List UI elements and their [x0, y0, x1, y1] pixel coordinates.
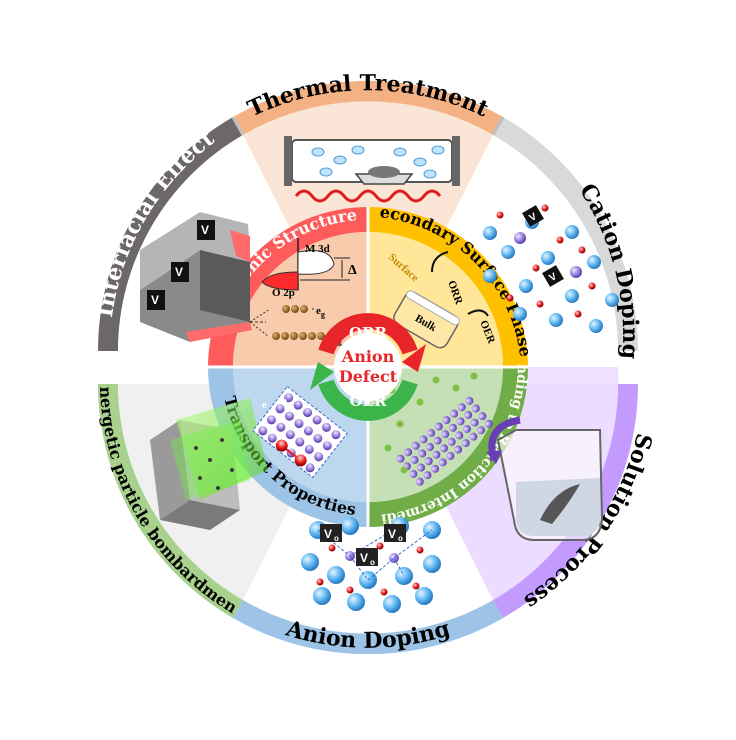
thermal-band: [233, 80, 503, 135]
center-oer: OER: [350, 392, 387, 410]
svg-text:V: V: [548, 271, 560, 284]
svg-text:V: V: [151, 293, 159, 307]
svg-text:V: V: [324, 527, 332, 541]
anion-vacancy-b: V o: [384, 524, 406, 543]
anion-vacancy-c: V o: [356, 548, 378, 567]
svg-text:V: V: [388, 527, 396, 541]
binding-quadrant-content: [384, 372, 493, 486]
center-defect: Defect: [339, 367, 398, 386]
m3d-label: M 3d: [305, 243, 330, 255]
binding-band: [368, 367, 528, 527]
cation-band: [493, 117, 639, 351]
beaker-illustration: [486, 416, 604, 541]
svg-text:V: V: [175, 265, 183, 279]
svg-text:o: o: [334, 534, 339, 543]
eg-label: eg: [316, 305, 325, 319]
svg-text:o: o: [370, 558, 375, 567]
svg-text:V: V: [201, 223, 209, 237]
o2p-label: O 2p: [272, 287, 295, 299]
interfacial-illustration: V V V: [140, 212, 252, 342]
electron-label-a: e: [262, 399, 267, 411]
furnace-illustration: [284, 136, 460, 203]
center-cycle: ORR OER Anion Defect: [310, 313, 426, 421]
anion-doping-illustration: V o V o V o: [301, 517, 441, 613]
center-orr: ORR: [349, 324, 388, 342]
transport-quadrant-content: e e: [252, 385, 348, 479]
energetic-illustration: [150, 398, 268, 530]
secondary-band: [368, 207, 528, 367]
interfacial-band: [97, 117, 244, 351]
cation-illustration: V V: [483, 204, 619, 333]
electron-label-b: e: [282, 395, 287, 407]
delta-label: Δ: [348, 263, 357, 278]
cation-vacancy-b: V: [542, 265, 564, 287]
interfacial-vacancy-a: V: [197, 220, 215, 240]
center-anion: Anion: [341, 347, 395, 366]
anion-vacancy-a: V o: [320, 524, 342, 543]
interfacial-vacancy-c: V: [147, 290, 165, 310]
solution-band: [493, 384, 639, 618]
svg-text:o: o: [398, 534, 403, 543]
energetic-band: [97, 384, 244, 618]
anion-band: [233, 600, 503, 655]
svg-text:V: V: [360, 551, 368, 565]
svg-text:V: V: [528, 211, 540, 224]
interfacial-vacancy-b: V: [171, 262, 189, 282]
cation-vacancy-a: V: [522, 205, 544, 227]
